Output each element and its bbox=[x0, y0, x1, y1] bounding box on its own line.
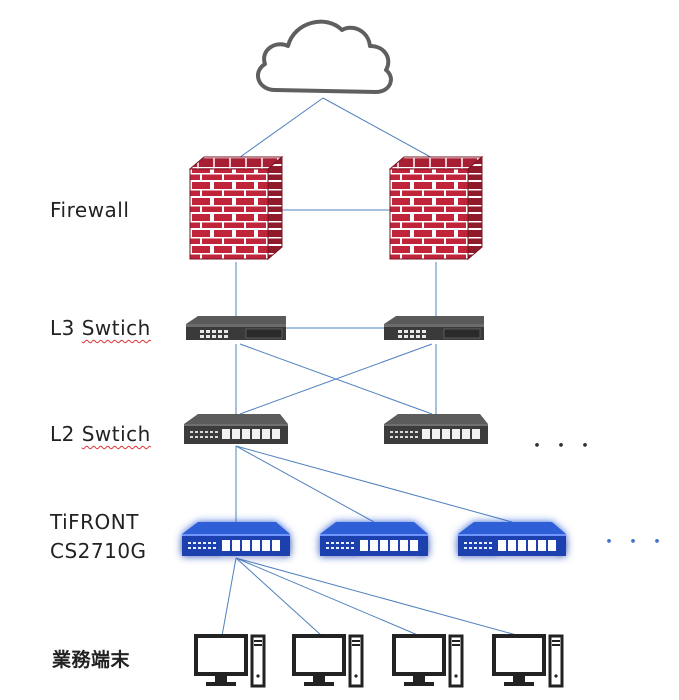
label-l3-word: Swtich bbox=[81, 316, 151, 340]
l2-switch-icon bbox=[384, 414, 488, 444]
tifront-switches bbox=[182, 522, 566, 556]
link-l2a-tf2 bbox=[235, 445, 375, 523]
link-l3b-l2a bbox=[239, 343, 433, 415]
label-firewall: Firewall bbox=[50, 198, 130, 222]
label-l3-prefix: L3 bbox=[50, 316, 82, 340]
tifront-switch-icon bbox=[458, 522, 566, 556]
firewall-icon bbox=[389, 156, 483, 260]
ellipsis-l2: ・・・ bbox=[528, 436, 600, 457]
links bbox=[221, 97, 521, 637]
l2-switch-icon bbox=[184, 414, 288, 444]
tifront-switch-icon bbox=[182, 522, 290, 556]
link-tf1-pc1 bbox=[221, 557, 237, 637]
label-l3-switch: L3 Swtich bbox=[50, 316, 151, 340]
link-tf1-pc2 bbox=[235, 557, 323, 637]
link-cloud-fw1 bbox=[235, 97, 324, 161]
firewall-icon bbox=[189, 156, 283, 260]
link-cloud-fw2 bbox=[322, 97, 437, 161]
ellipsis-tifront: ・・・ bbox=[600, 532, 672, 553]
label-tifront-line2: CS2710G bbox=[50, 539, 147, 563]
link-tf1-pc4 bbox=[235, 557, 521, 637]
desktop-pc-icon bbox=[194, 634, 266, 688]
l3-switch-icon bbox=[383, 315, 485, 341]
label-l2-word: Swtich bbox=[81, 422, 151, 446]
desktop-pc-icon bbox=[492, 634, 564, 688]
l3-switch-icon bbox=[185, 315, 287, 341]
label-l2-prefix: L2 bbox=[50, 422, 82, 446]
label-l2-switch: L2 Swtich bbox=[50, 422, 151, 446]
label-terminals: 業務端末 bbox=[52, 649, 131, 671]
cloud-icon bbox=[255, 19, 393, 94]
tifront-switch-icon bbox=[320, 522, 428, 556]
link-l2a-tf3 bbox=[235, 445, 513, 523]
link-tf1-pc3 bbox=[235, 557, 421, 637]
label-tifront-line1: TiFRONT bbox=[50, 510, 139, 534]
desktop-pc-icon bbox=[292, 634, 364, 688]
desktop-pc-icon bbox=[392, 634, 464, 688]
